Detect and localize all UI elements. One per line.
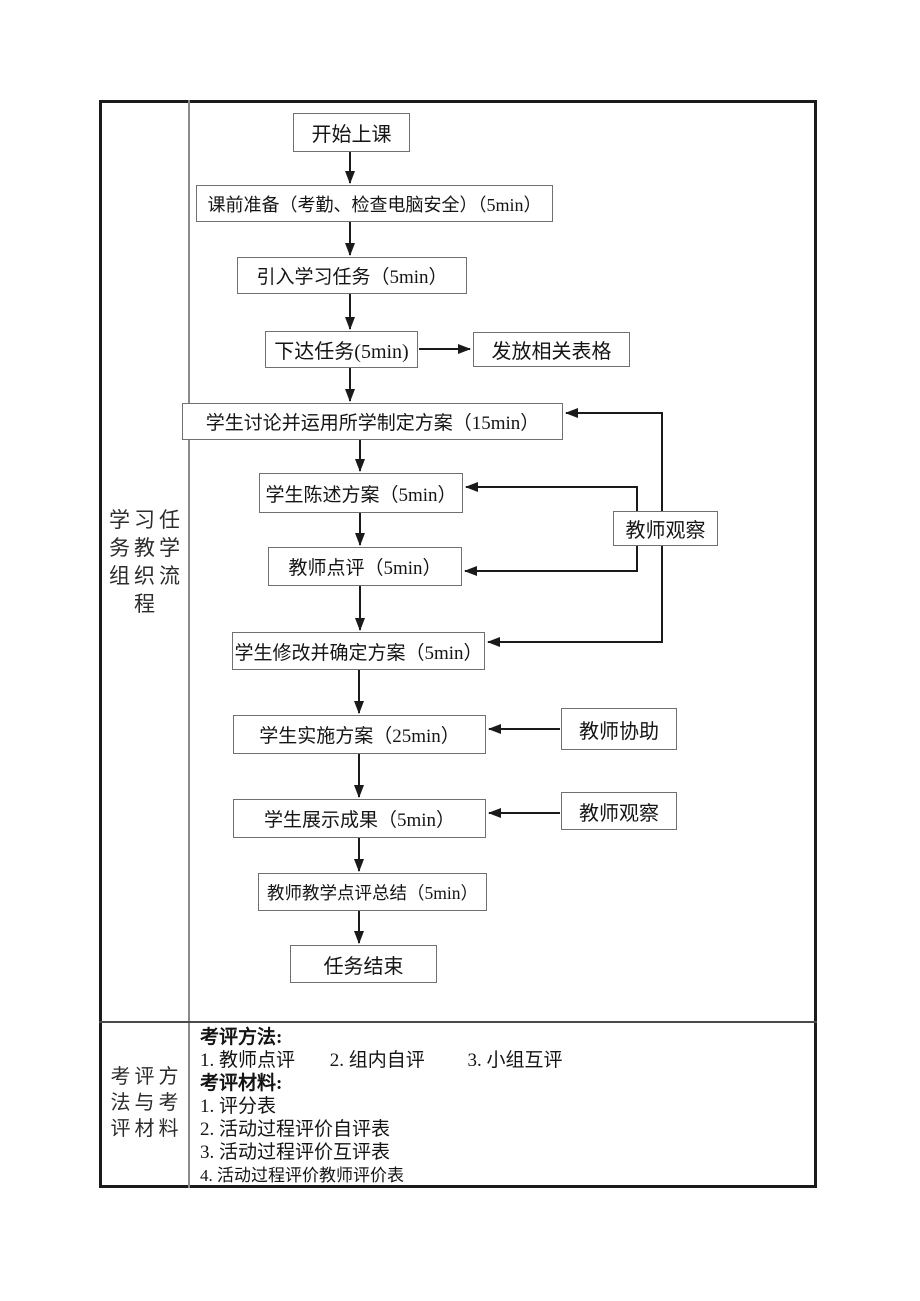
flow-box-class-prep: 课前准备（考勤、检查电脑安全）（5min） (196, 185, 553, 222)
flow-box-present-plan: 学生陈述方案（5min） (259, 473, 463, 513)
flow-box-teacher-assist: 教师协助 (561, 708, 677, 750)
flow-box-intro-task: 引入学习任务（5min） (237, 257, 467, 294)
evaluation-methods-list: 1. 教师点评 2. 组内自评 3. 小组互评 (200, 1049, 800, 1072)
flow-box-show-results: 学生展示成果（5min） (233, 799, 486, 838)
evaluation-material-item: 4. 活动过程评价教师评价表 (200, 1166, 404, 1185)
flow-box-task-end: 任务结束 (290, 945, 437, 983)
row-divider (99, 1021, 817, 1023)
evaluation-method-item: 2. 组内自评 (329, 1050, 425, 1071)
evaluation-methods-title: 考评方法: (200, 1027, 283, 1048)
row-header-evaluation: 考评方 法与考 评材料 (101, 1064, 188, 1142)
column-divider (188, 100, 190, 1188)
flow-box-teacher-observe-1: 教师观察 (613, 511, 718, 546)
evaluation-materials-title: 考评材料: (200, 1073, 283, 1094)
flow-box-teacher-comment: 教师点评（5min） (268, 547, 462, 586)
flow-box-teaching-summary: 教师教学点评总结（5min） (258, 873, 487, 911)
row-header-line: 学习任 (109, 508, 184, 532)
evaluation-material-item: 1. 评分表 (200, 1096, 277, 1117)
flow-box-distribute-forms: 发放相关表格 (473, 332, 630, 367)
flow-box-teacher-observe-2: 教师观察 (561, 792, 677, 830)
row-header-line: 务教学 (109, 536, 184, 560)
row-header-line: 法与考 (110, 1092, 183, 1114)
evaluation-method-item: 1. 教师点评 (200, 1050, 296, 1071)
evaluation-section: 考评方法: 1. 教师点评 2. 组内自评 3. 小组互评 考评材料: 1. 评… (200, 1026, 800, 1187)
row-header-line: 程 (134, 592, 159, 616)
row-header-line: 组织流 (109, 564, 184, 588)
flow-box-implement-plan: 学生实施方案（25min） (233, 715, 486, 754)
evaluation-material-item: 2. 活动过程评价自评表 (200, 1119, 391, 1140)
row-header-line: 评材料 (110, 1118, 183, 1140)
evaluation-method-item: 3. 小组互评 (467, 1050, 563, 1071)
evaluation-material-item: 3. 活动过程评价互评表 (200, 1142, 391, 1163)
flow-box-discuss-plan: 学生讨论并运用所学制定方案（15min） (182, 403, 563, 440)
row-header-teaching-flow: 学习任 务教学 组织流 程 (101, 506, 188, 618)
row-header-line: 考评方 (110, 1066, 183, 1088)
flow-box-start-class: 开始上课 (293, 113, 410, 152)
flow-box-modify-plan: 学生修改并确定方案（5min） (232, 632, 485, 670)
flow-box-assign-task: 下达任务(5min) (265, 331, 418, 368)
